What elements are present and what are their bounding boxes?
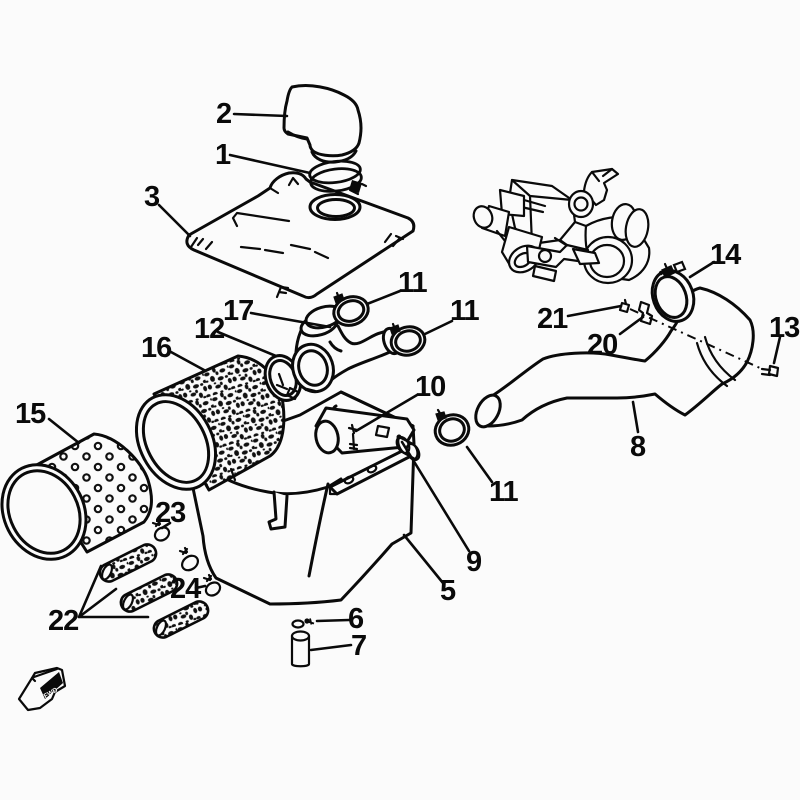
svg-text:1: 1 xyxy=(215,139,231,171)
svg-text:9: 9 xyxy=(466,546,482,578)
svg-text:21: 21 xyxy=(537,303,568,335)
svg-text:7: 7 xyxy=(351,630,366,662)
svg-text:2: 2 xyxy=(216,98,231,130)
svg-text:3: 3 xyxy=(144,181,160,213)
svg-text:12: 12 xyxy=(194,313,224,345)
svg-text:5: 5 xyxy=(440,575,456,607)
svg-text:11: 11 xyxy=(398,267,428,299)
svg-text:11: 11 xyxy=(450,295,480,327)
svg-text:11: 11 xyxy=(489,476,519,508)
svg-text:22: 22 xyxy=(48,605,78,637)
svg-text:20: 20 xyxy=(587,329,617,361)
svg-text:6: 6 xyxy=(348,603,364,635)
svg-text:23: 23 xyxy=(155,497,186,529)
svg-text:14: 14 xyxy=(710,239,741,271)
svg-text:13: 13 xyxy=(769,312,800,344)
svg-text:15: 15 xyxy=(15,398,46,430)
svg-text:8: 8 xyxy=(630,431,646,463)
svg-text:17: 17 xyxy=(223,295,253,327)
svg-text:16: 16 xyxy=(141,332,172,364)
svg-text:10: 10 xyxy=(415,371,445,403)
